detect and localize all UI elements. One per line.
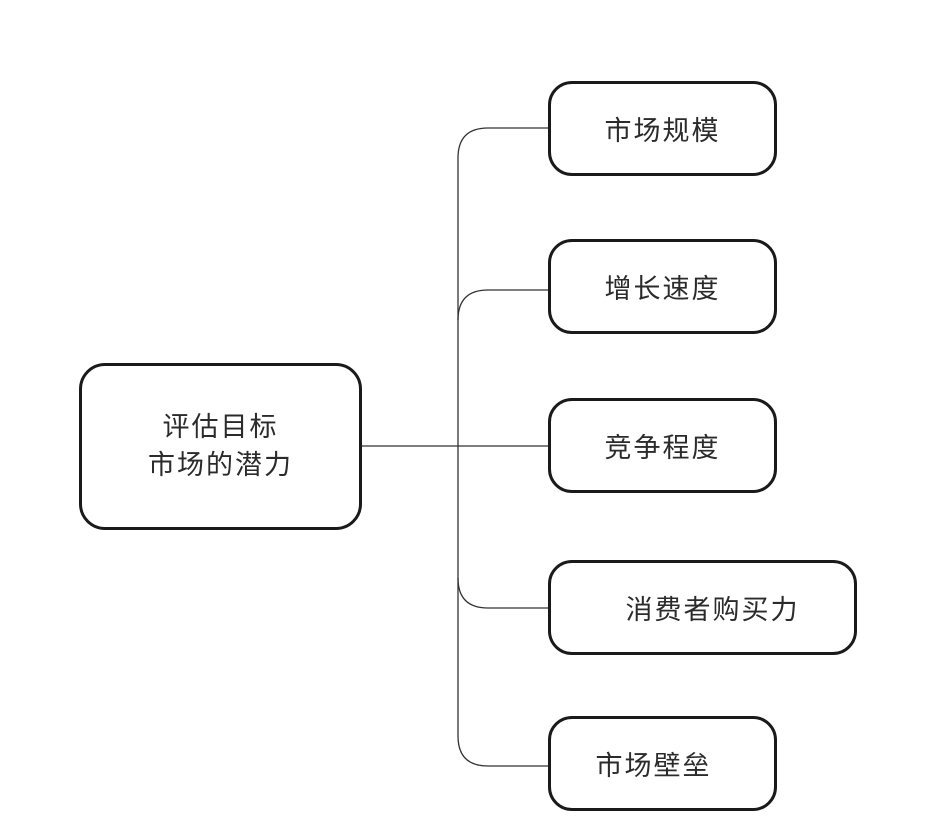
- root-node: 评估目标 市场的潜力: [79, 363, 362, 530]
- child-node-label: 市场壁垒: [595, 751, 712, 782]
- root-node-label-line2: 市场的潜力: [148, 449, 293, 481]
- connector-branch-1: [457, 127, 548, 159]
- connector-branch-5: [457, 735, 548, 767]
- child-node-label: 增长速度: [604, 274, 721, 305]
- root-node-label-line1: 评估目标: [162, 411, 279, 443]
- connector-branch-4: [457, 577, 548, 609]
- child-node-competition-level: 竞争程度: [548, 398, 777, 493]
- child-node-consumer-purchasing-power: 消费者购买力: [548, 560, 857, 655]
- child-node-label: 消费者购买力: [625, 595, 800, 626]
- child-node-label: 竞争程度: [604, 433, 721, 464]
- child-node-growth-rate: 增长速度: [548, 239, 777, 334]
- child-node-label: 市场规模: [604, 116, 721, 147]
- connector-branch-2: [457, 289, 548, 321]
- child-node-market-size: 市场规模: [548, 81, 777, 176]
- child-node-market-barriers: 市场壁垒: [548, 716, 777, 811]
